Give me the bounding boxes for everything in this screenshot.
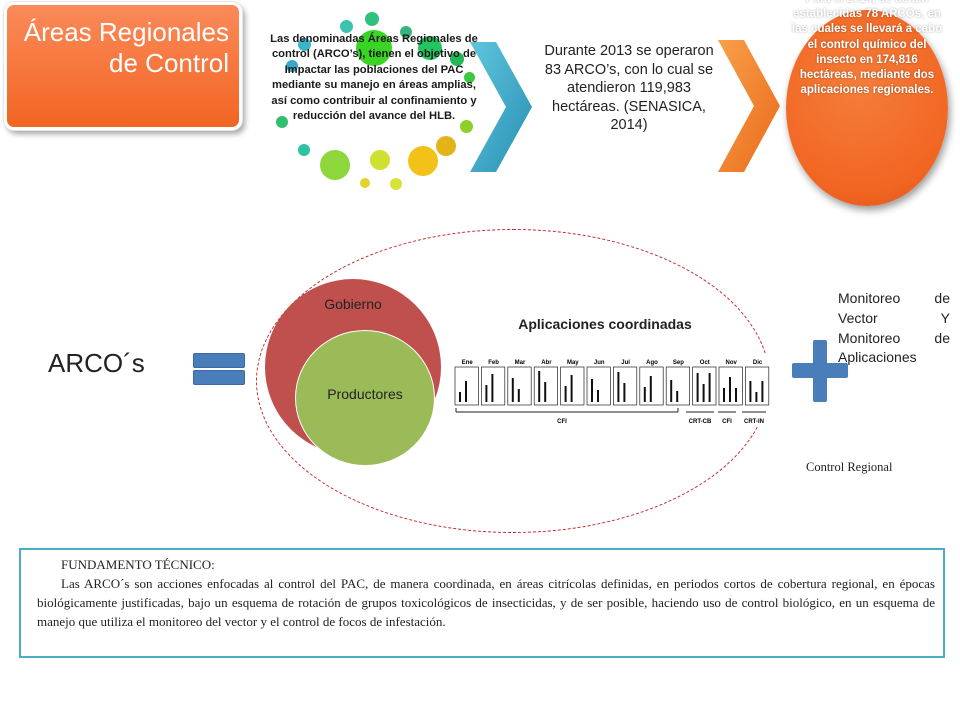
bubble: [298, 38, 311, 51]
plus-sign-horizontal: [792, 363, 848, 378]
schedule-mark: [670, 380, 673, 402]
bubble: [340, 20, 353, 33]
schedule-month-label: Ene: [462, 360, 474, 366]
control-regional-label: Control Regional: [806, 460, 893, 474]
schedule-month-cell: [613, 366, 638, 406]
schedule-mark: [708, 373, 711, 402]
productores-label: Productores: [327, 386, 403, 402]
schedule-month-cell: [665, 366, 690, 406]
schedule-mark: [696, 373, 699, 402]
schedule-month-cell: [586, 366, 611, 406]
schedule-bottom-label: CFI: [722, 419, 732, 425]
schedule-mark: [491, 374, 494, 402]
bubble: [390, 178, 402, 190]
schedule-mark: [702, 384, 705, 402]
schedule-mark: [564, 386, 567, 402]
schedule-mark: [723, 388, 725, 402]
schedule-mark: [749, 381, 752, 402]
fundamento-heading: FUNDAMENTO TÉCNICO:: [61, 557, 215, 572]
step-3-text: Para el 2014, se tienen establecidas 78 …: [791, 0, 943, 97]
schedule-mark: [597, 390, 599, 402]
schedule-mark: [544, 382, 547, 402]
monitoring-text: Monitoreo de Vector Y Monitoreo de Aplic…: [838, 290, 950, 366]
schedule-mark: [676, 391, 679, 402]
step-2-text: Durante 2013 se operaron 83 ARCO’s, con …: [544, 43, 714, 133]
schedule-month-label: Ago: [646, 360, 658, 366]
arcos-label: ARCO´s: [48, 348, 145, 378]
schedule-mark: [570, 375, 573, 402]
schedule-mark: [617, 372, 620, 402]
schedule-mark: [643, 387, 646, 402]
schedule-month-cell: [454, 366, 479, 406]
bubble: [408, 146, 438, 176]
page-title: Áreas Regionales de Control: [23, 17, 229, 78]
schedule-month-label: Abr: [541, 360, 552, 366]
schedule-month-label: Jun: [594, 360, 605, 366]
bubble: [370, 150, 390, 170]
fundamento-body: Las ARCO´s son acciones enfocadas al con…: [37, 576, 935, 629]
gobierno-label: Gobierno: [324, 296, 382, 312]
step-3-circle: [786, 10, 948, 206]
fundamento-box: FUNDAMENTO TÉCNICO: Las ARCO´s son accio…: [19, 548, 945, 658]
schedule-mark: [623, 383, 626, 402]
schedule-mark: [649, 376, 652, 402]
step-1-text: Las denominadas Áreas Regionales de cont…: [270, 33, 478, 123]
bubble: [298, 144, 310, 156]
schedule-month-cell: [507, 366, 532, 406]
bubble: [400, 26, 412, 38]
schedule-mark: [735, 388, 737, 402]
chevron-arrow-icon: [718, 40, 780, 172]
schedule-mark: [517, 389, 520, 402]
bubble: [356, 30, 392, 66]
schedule-mark: [538, 371, 541, 402]
schedule-month-cell: [481, 366, 506, 406]
schedule-bottom-label: CFI: [557, 419, 567, 425]
schedule-month-cell: [639, 366, 664, 406]
productores-circle: [295, 330, 435, 466]
schedule-title: Aplicaciones coordinadas: [518, 316, 692, 332]
bubble: [460, 120, 473, 133]
schedule-month-label: Nov: [726, 360, 738, 366]
schedule-month-label: Jul: [621, 360, 630, 366]
schedule-month-cell: [692, 366, 717, 406]
bubble: [360, 178, 370, 188]
schedule-month-cell: [745, 366, 770, 406]
bubble: [365, 12, 379, 26]
title-box: Áreas Regionales de Control: [4, 2, 242, 130]
bubble: [436, 136, 456, 156]
schedule-month-label: Dic: [753, 360, 763, 366]
equals-sign-bottom: [193, 370, 245, 385]
bubble: [286, 60, 298, 72]
schedule-month-label: Mar: [515, 360, 526, 366]
schedule-mark: [485, 385, 488, 402]
schedule-month-cell: [560, 366, 585, 406]
schedule-month-label: May: [567, 360, 579, 366]
schedule-month-label: Sep: [673, 360, 684, 366]
schedule-mark: [729, 377, 731, 402]
schedule-mark: [591, 379, 593, 402]
schedule-bottom-label: CRT-IN: [744, 419, 764, 425]
bubble: [464, 72, 475, 83]
schedule-mark: [755, 392, 758, 402]
application-schedule: Ene Feb Mar Abr May Jun Jul Ago Sep Oct Nov Dic CFI…: [452, 354, 772, 426]
bubble: [450, 52, 464, 66]
schedule-mark: [761, 381, 764, 402]
schedule-month-cell: [718, 366, 743, 406]
schedule-month-label: Oct: [700, 360, 710, 366]
schedule-bottom-label: CRT-CB: [689, 419, 712, 425]
schedule-month-cell: [533, 366, 558, 406]
schedule-mark: [459, 392, 461, 402]
schedule-month-label: Feb: [488, 360, 499, 366]
bubble: [320, 150, 350, 180]
schedule-mark: [511, 378, 514, 402]
bubble: [276, 116, 288, 128]
chevron-arrow-icon: [470, 42, 532, 172]
equals-sign-top: [193, 353, 245, 368]
bubble: [418, 36, 442, 60]
schedule-mark: [465, 381, 467, 402]
